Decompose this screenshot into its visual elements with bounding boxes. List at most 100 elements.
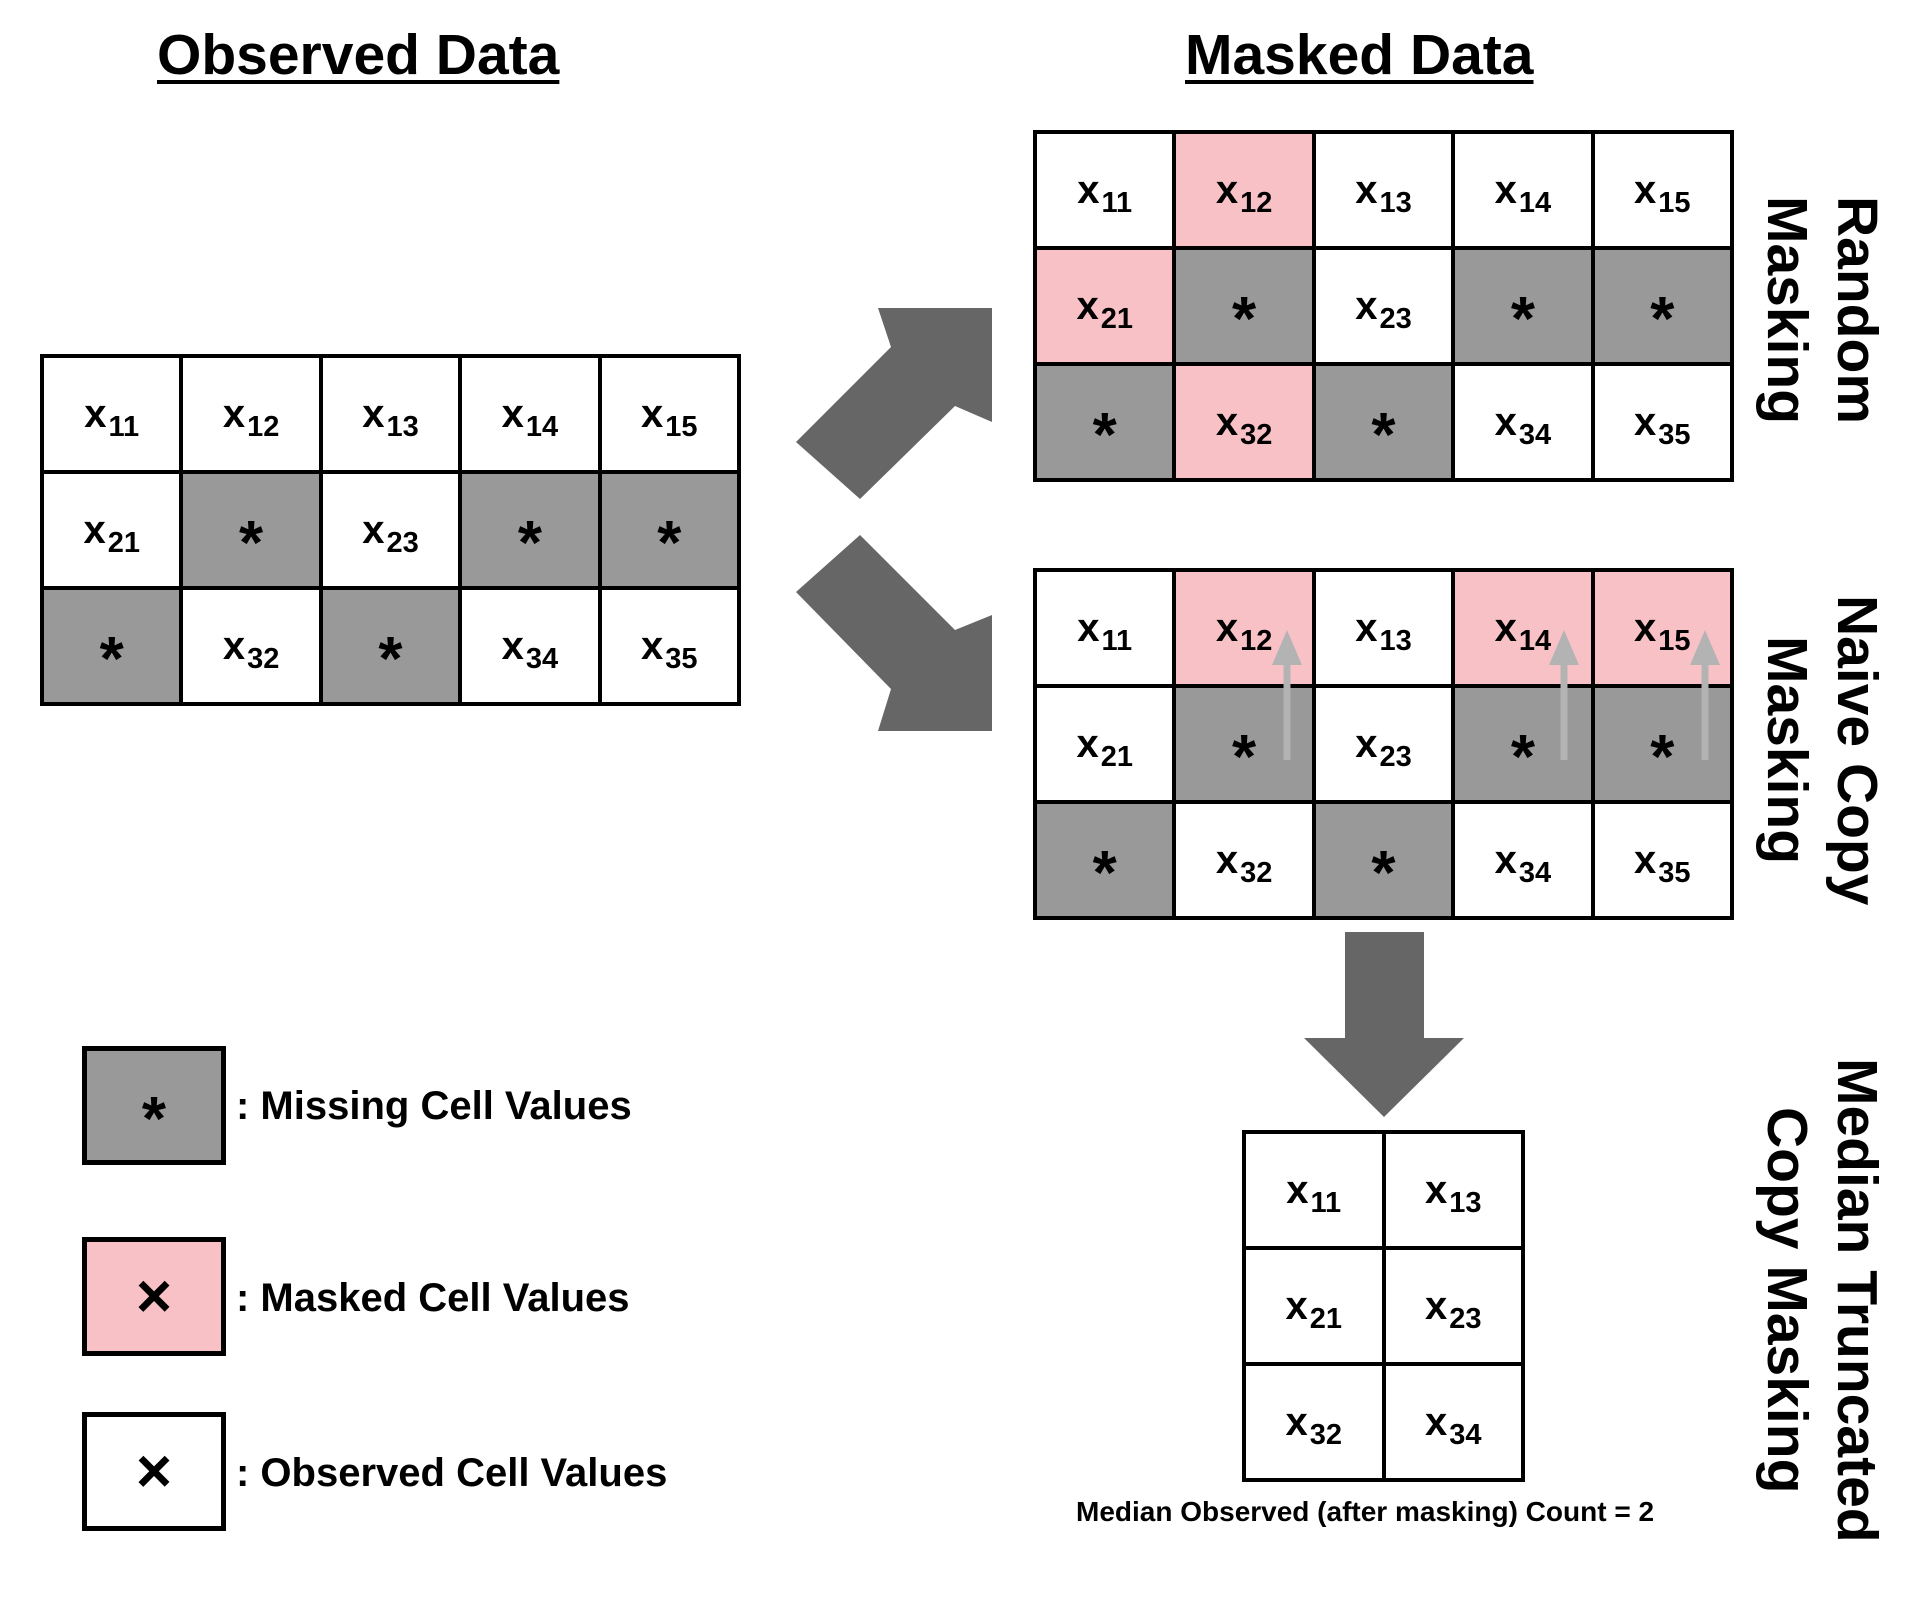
asterisk-icon: * (99, 625, 124, 694)
observed-cell: x13 (1315, 134, 1452, 246)
cell-value: x13 (1425, 1170, 1482, 1218)
cell-value: x21 (1076, 724, 1133, 772)
observed-cell: x35 (1594, 366, 1730, 478)
observed-cell: x13 (1385, 1134, 1521, 1246)
asterisk-icon: * (239, 509, 264, 578)
masked-cell: x12 (1176, 134, 1312, 246)
cell-subscript: 32 (1240, 857, 1273, 889)
missing-cell: * (1037, 366, 1173, 478)
cell-subscript: 34 (1518, 419, 1552, 451)
cell-subscript: 14 (525, 411, 559, 443)
observed-cell: x21 (1246, 1250, 1382, 1362)
cell-subscript: 35 (1658, 419, 1691, 451)
cell-symbol: x (501, 392, 524, 436)
cell-symbol: x (222, 624, 246, 668)
cell-subscript: 21 (1309, 1303, 1342, 1335)
cell-value: x15 (641, 394, 698, 442)
cell-symbol: x (1634, 168, 1657, 212)
cell-symbol: x (1634, 606, 1657, 650)
cell-subscript: 21 (107, 527, 140, 559)
observed-cell: x35 (1594, 804, 1730, 916)
median-truncated-copy-masking-label: Median Truncated Copy Masking (1755, 1057, 1889, 1543)
missing-cell: * (1455, 250, 1591, 362)
missing-cell: * (1315, 366, 1452, 478)
asterisk-icon: * (517, 509, 542, 578)
arrow-to-random-masking (796, 308, 992, 499)
cell-subscript: 15 (1658, 187, 1691, 219)
observed-cell: x32 (183, 590, 319, 702)
cell-subscript: 13 (1449, 1187, 1482, 1219)
cell-subscript: 34 (1518, 857, 1552, 889)
missing-cell: * (1594, 688, 1730, 800)
cell-symbol: x (641, 624, 664, 668)
cell-symbol: x (222, 392, 246, 436)
cell-symbol: x (1077, 606, 1100, 650)
cell-subscript: 23 (1379, 303, 1412, 335)
cell-subscript: 13 (1379, 187, 1412, 219)
observed-cell: x23 (1315, 688, 1452, 800)
random-masking-label: Random Masking (1755, 195, 1889, 425)
cell-value: x21 (1285, 1286, 1342, 1334)
observed-cell: x34 (462, 590, 598, 702)
cell-symbol: x (1424, 1284, 1448, 1328)
observed-cell: x15 (1594, 134, 1730, 246)
cell-subscript: 23 (386, 527, 419, 559)
cell-value: x32 (222, 624, 280, 674)
observed-cell: x34 (1385, 1366, 1521, 1478)
cell-subscript: 34 (1449, 1419, 1482, 1451)
cell-symbol: x (1215, 838, 1239, 882)
cell-subscript: 13 (1379, 625, 1412, 657)
asterisk-icon: * (1510, 723, 1535, 792)
cell-symbol: x (1355, 722, 1378, 766)
observed-cell: x12 (183, 358, 319, 470)
cell-symbol: x (1286, 1168, 1309, 1212)
missing-cell: * (1176, 688, 1312, 800)
cell-value: x14 (501, 392, 559, 442)
missing-cell: * (44, 590, 180, 702)
masked-data-heading: Masked Data (1185, 23, 1534, 87)
observed-cell: x23 (1315, 250, 1452, 362)
cell-subscript: 23 (1449, 1303, 1482, 1335)
cell-value: x11 (1077, 170, 1132, 218)
observed-data-heading: Observed Data (157, 23, 560, 87)
cell-subscript: 23 (1379, 741, 1412, 773)
cell-symbol: x (1355, 284, 1378, 328)
missing-cell: * (322, 590, 459, 702)
asterisk-icon: * (1371, 839, 1396, 908)
cell-value: x23 (1424, 1284, 1482, 1334)
missing-cell: * (601, 474, 737, 586)
observed-cell: x13 (1315, 572, 1452, 684)
missing-cell: * (1037, 804, 1173, 916)
legend-missing-swatch: * (82, 1046, 226, 1165)
observed-cell: x15 (601, 358, 737, 470)
cell-symbol: x (1076, 284, 1099, 328)
observed-cell: x13 (322, 358, 459, 470)
asterisk-icon: * (1232, 723, 1257, 792)
cell-symbol: x (1355, 606, 1378, 650)
cell-value: x23 (1355, 722, 1412, 772)
cell-symbol: x (1494, 168, 1517, 212)
cell-value: x21 (83, 508, 140, 558)
cell-symbol: x (1215, 168, 1239, 212)
cell-subscript: 14 (1518, 187, 1552, 219)
cell-value: x35 (1634, 840, 1691, 888)
observed-cell: x21 (44, 474, 180, 586)
arrow-to-median-truncated (1304, 932, 1464, 1117)
cell-subscript: 35 (1658, 857, 1691, 889)
observed-cell: x32 (1246, 1366, 1382, 1478)
legend-observed-label: : Observed Cell Values (236, 1451, 668, 1495)
cell-value: x34 (1425, 1402, 1482, 1450)
cell-subscript: 32 (1309, 1419, 1342, 1451)
missing-cell: * (183, 474, 319, 586)
observed-cell: x11 (44, 358, 180, 470)
cell-symbol: x (83, 508, 106, 552)
observed-cell: x34 (1455, 804, 1591, 916)
cell-subscript: 13 (386, 411, 419, 443)
cell-value: x23 (362, 510, 419, 558)
observed-cell: x35 (601, 590, 737, 702)
asterisk-icon: * (1650, 723, 1675, 792)
cell-subscript: 14 (1518, 625, 1552, 657)
